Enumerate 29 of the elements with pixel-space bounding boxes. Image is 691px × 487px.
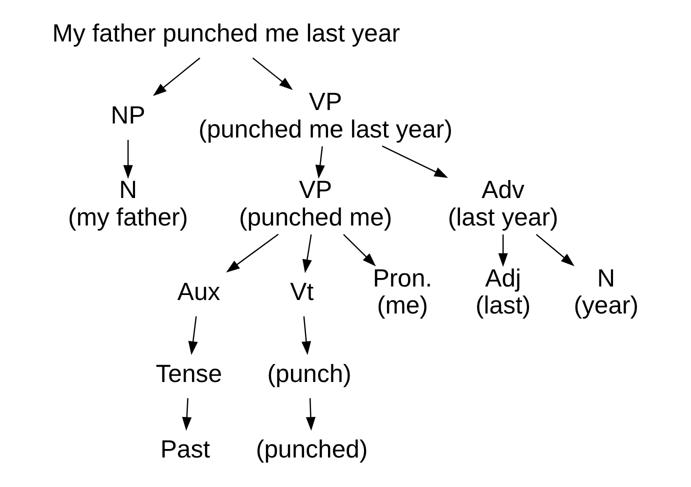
arrow	[152, 58, 200, 96]
arrow	[314, 146, 324, 179]
arrow	[122, 140, 132, 179]
arrow	[342, 234, 376, 266]
node-text: Adv (last year)	[447, 177, 558, 232]
node-text: Adj (last)	[474, 265, 530, 320]
arrow	[305, 398, 315, 431]
arrow	[182, 398, 192, 431]
node-text: Vt	[290, 279, 314, 306]
node-text: NP	[110, 102, 145, 130]
arrow	[498, 234, 508, 267]
arrow	[301, 316, 311, 356]
node-text: Tense	[155, 360, 222, 388]
arrow	[535, 234, 574, 266]
node-text: (punched)	[255, 436, 368, 464]
node-text: VP (punched me last year)	[198, 89, 452, 144]
arrow	[252, 58, 292, 90]
node-text: My father punched me last year	[52, 20, 400, 48]
node-text: (punch)	[266, 360, 351, 388]
node-text: Aux	[176, 279, 220, 306]
node-text: N (year)	[573, 265, 638, 320]
node-text: Past	[160, 436, 210, 464]
node-text: Pron. (me)	[372, 265, 432, 320]
arrow	[381, 145, 448, 178]
arrow	[188, 316, 198, 356]
arrow	[302, 234, 312, 274]
node-text: VP (punched me)	[238, 177, 392, 232]
node-text: N (my father)	[68, 177, 188, 232]
arrow	[226, 234, 278, 273]
